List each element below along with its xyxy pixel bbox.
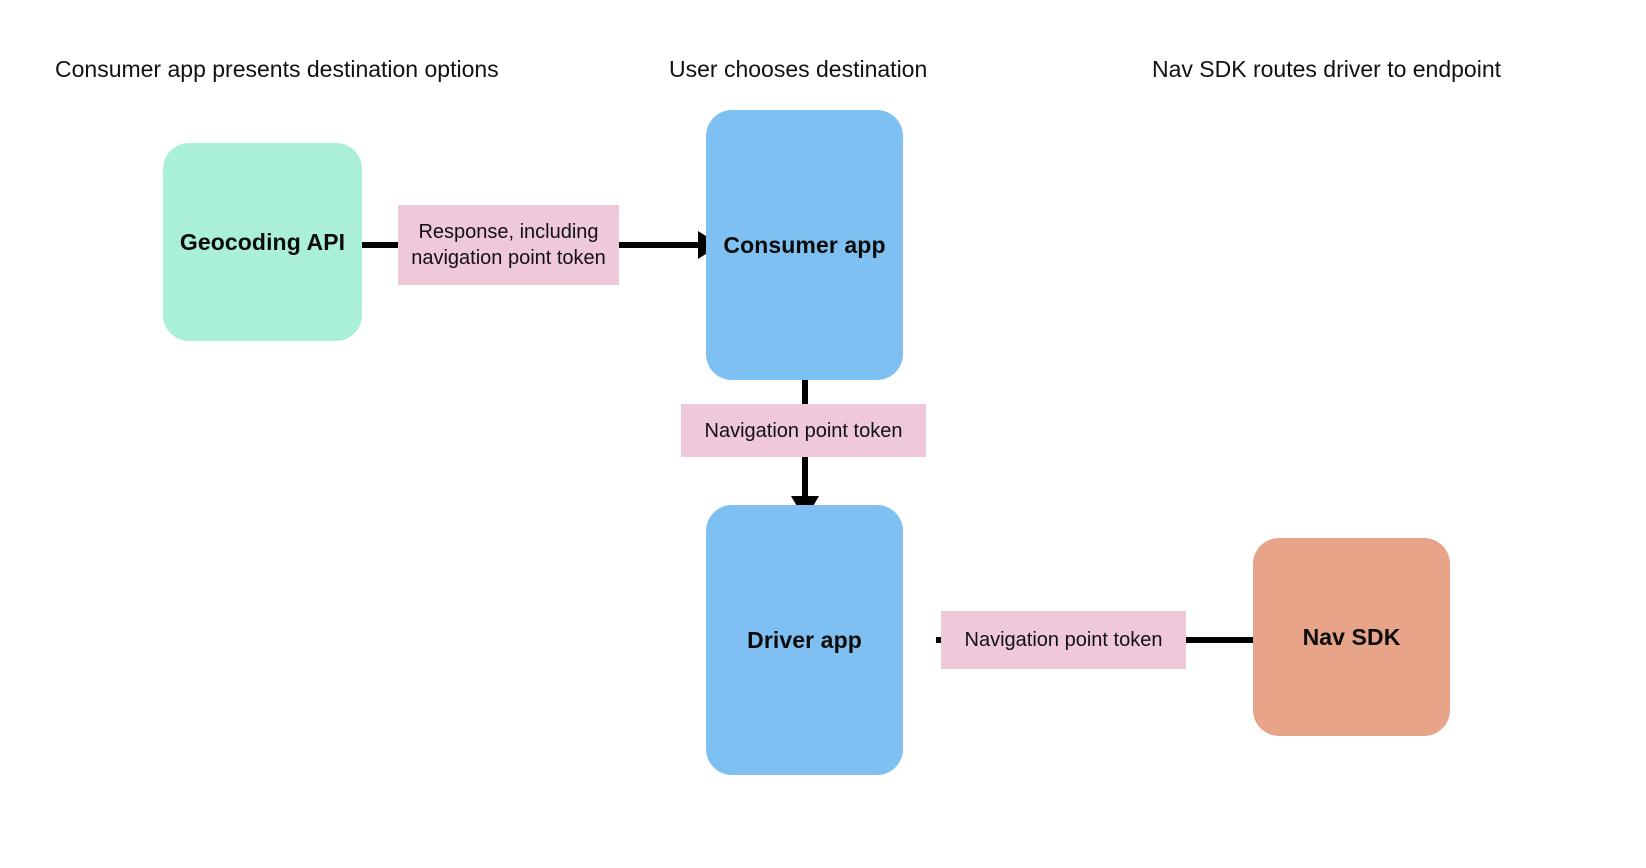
node-driver-app[interactable]: Driver app bbox=[706, 505, 903, 775]
node-nav-sdk-label: Nav SDK bbox=[1302, 624, 1401, 650]
edge-label-driver-to-navsdk: Navigation point token bbox=[941, 611, 1186, 669]
node-nav-sdk[interactable]: Nav SDK bbox=[1253, 538, 1450, 736]
edge-label-consumer-to-driver-text: Navigation point token bbox=[704, 419, 903, 442]
edge-label-driver-to-navsdk-text: Navigation point token bbox=[964, 629, 1163, 651]
column-header-user: User chooses destination bbox=[669, 56, 928, 82]
node-consumer-app[interactable]: Consumer app bbox=[706, 110, 903, 380]
column-header-consumer: Consumer app presents destination option… bbox=[55, 56, 499, 82]
edge-label-geocoding-to-consumer: Response, including navigation point tok… bbox=[398, 205, 619, 285]
node-consumer-app-label: Consumer app bbox=[723, 232, 886, 258]
node-geocoding-api[interactable]: Geocoding API bbox=[163, 143, 362, 341]
node-geocoding-api-label: Geocoding API bbox=[179, 229, 346, 255]
edge-label-consumer-to-driver: Navigation point token bbox=[681, 404, 926, 457]
column-header-navsdk: Nav SDK routes driver to endpoint bbox=[1152, 56, 1502, 82]
node-driver-app-label: Driver app bbox=[747, 627, 862, 653]
edge-label-geocoding-to-consumer-text: Response, including navigation point tok… bbox=[411, 221, 606, 269]
